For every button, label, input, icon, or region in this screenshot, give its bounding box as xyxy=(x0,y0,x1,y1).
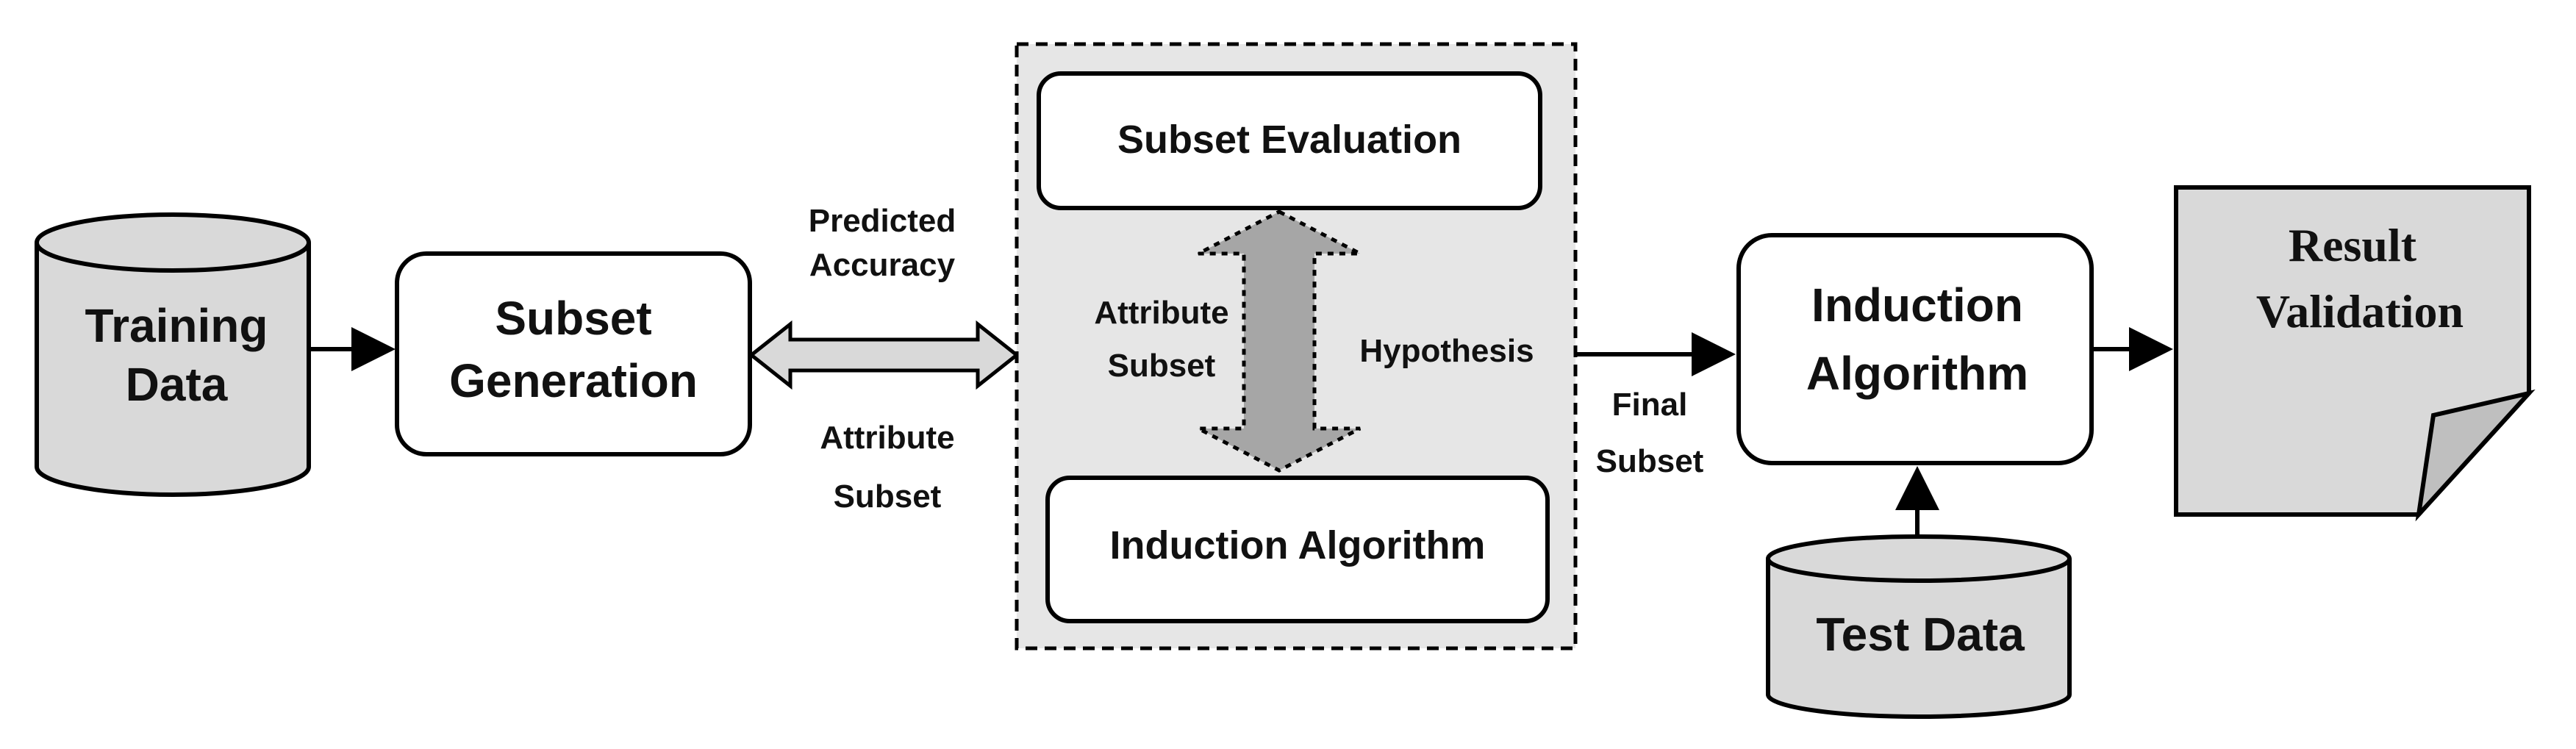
training-data-label-line2: Data xyxy=(126,358,228,411)
inner-induction-algorithm-node: Induction Algorithm xyxy=(1045,476,1550,623)
test-data-cylinder-body xyxy=(1766,559,2072,719)
attribute-subset-inner-label-line2: Subset xyxy=(1108,348,1216,384)
induction-algorithm-node: Induction Algorithm xyxy=(1736,233,2094,465)
result-validation-label-line1: Result xyxy=(2289,219,2417,271)
subset-generation-node: Subset Generation xyxy=(395,251,752,456)
vertical-double-arrow xyxy=(1197,209,1362,473)
predicted-accuracy-label-line2: Accuracy xyxy=(809,247,956,283)
subset-evaluation-label: Subset Evaluation xyxy=(1117,118,1461,162)
result-validation-node: Result Validation xyxy=(2174,185,2536,522)
training-data-cylinder-body xyxy=(35,243,311,497)
training-data-cylinder: Training Data xyxy=(35,212,311,497)
double-arrow-generation-evaluation xyxy=(748,320,1020,390)
induction-algorithm-label-line1: Induction xyxy=(1811,279,2023,332)
result-validation-page-curl xyxy=(2415,389,2536,522)
subset-generation-label-line1: Subset xyxy=(495,292,651,345)
attribute-subset-outer-label-line1: Attribute xyxy=(820,420,954,456)
test-data-cylinder: Test Data xyxy=(1766,534,2072,719)
subset-generation-label-line2: Generation xyxy=(449,354,698,407)
attribute-subset-inner-label-line1: Attribute xyxy=(1094,295,1228,331)
inner-induction-algorithm-box xyxy=(1045,476,1550,623)
subset-evaluation-node: Subset Evaluation xyxy=(1037,71,1542,210)
induction-algorithm-label-line2: Algorithm xyxy=(1806,347,2028,400)
training-data-cylinder-top xyxy=(35,212,311,273)
final-subset-label-line2: Subset xyxy=(1596,443,1704,479)
result-validation-label-line2: Validation xyxy=(2256,285,2464,337)
training-data-label-line1: Training xyxy=(85,299,268,352)
inner-induction-algorithm-label: Induction Algorithm xyxy=(1110,523,1486,567)
test-data-label: Test Data xyxy=(1816,608,2025,661)
predicted-accuracy-label-line1: Predicted xyxy=(809,203,956,239)
hypothesis-label: Hypothesis xyxy=(1359,333,1534,369)
test-data-cylinder-top xyxy=(1766,534,2072,583)
subset-evaluation-box xyxy=(1037,71,1542,210)
attribute-subset-outer-label-line2: Subset xyxy=(834,479,942,515)
final-subset-label-line1: Final xyxy=(1612,387,1688,423)
